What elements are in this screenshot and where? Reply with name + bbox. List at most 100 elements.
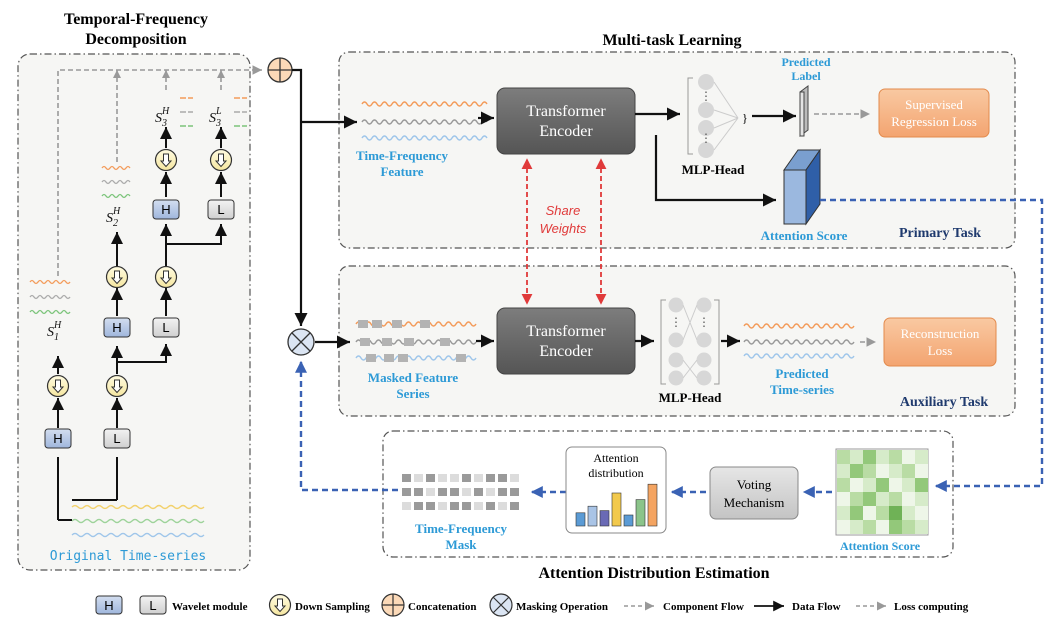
primary-mlp-label: MLP-Head bbox=[682, 162, 746, 177]
mask-cell bbox=[450, 474, 459, 482]
s2-waves bbox=[101, 165, 131, 199]
predicted-series-label-1: Predicted bbox=[775, 366, 829, 381]
reconstruction-loss-box: Reconstruction Loss bbox=[883, 317, 997, 367]
distribution-bar bbox=[611, 492, 622, 527]
svg-text:⋮: ⋮ bbox=[698, 315, 710, 329]
s3l-label: S3L bbox=[209, 106, 222, 129]
distribution-bar bbox=[635, 499, 646, 527]
original-series-label: Original Time-series bbox=[50, 549, 207, 564]
masked-feature-waves bbox=[355, 320, 477, 362]
voting-mechanism-box: Voting Mechanism bbox=[709, 466, 799, 520]
primary-transformer-encoder: Transformer Encoder bbox=[496, 87, 636, 155]
svg-text:L: L bbox=[113, 431, 120, 446]
legend-component-label: Component Flow bbox=[663, 601, 744, 613]
svg-text:H: H bbox=[104, 598, 113, 613]
heatmap-cell bbox=[850, 506, 863, 520]
heatmap-cell bbox=[863, 450, 876, 464]
legend-mask-label: Masking Operation bbox=[516, 601, 608, 613]
decomposition-panel bbox=[17, 53, 251, 571]
main-data-flow bbox=[292, 68, 357, 349]
heatmap-cell bbox=[876, 478, 889, 492]
heatmap-cell bbox=[889, 492, 902, 506]
heatmap-cell bbox=[850, 478, 863, 492]
mask-cell bbox=[510, 488, 519, 496]
legend-concat-icon bbox=[381, 593, 405, 617]
svg-text:H: H bbox=[53, 431, 62, 446]
heatmap-cell bbox=[863, 492, 876, 506]
heatmap-cell bbox=[889, 450, 902, 464]
share-weights-label-2: Weights bbox=[540, 221, 587, 236]
down-sampling-icon bbox=[209, 148, 233, 172]
attention-heatmap bbox=[835, 448, 929, 536]
decomp-title-line1: Temporal-Frequency bbox=[64, 11, 208, 28]
heatmap-cell bbox=[850, 492, 863, 506]
legend-concat-label: Concatenation bbox=[408, 601, 476, 613]
supervised-loss-box: Supervised Regression Loss bbox=[878, 88, 990, 138]
high-pass-module: H bbox=[152, 199, 180, 220]
legend-wavelet-h: H bbox=[95, 595, 123, 615]
mask-cell bbox=[462, 502, 471, 510]
heatmap-cell bbox=[837, 492, 850, 506]
attention-distribution-chart: Attention distribution bbox=[565, 446, 667, 534]
mask-cell bbox=[402, 502, 411, 510]
heatmap-cell bbox=[915, 506, 928, 520]
legend: H L Wavelet module Down Sampling Concate… bbox=[95, 593, 969, 617]
down-sampling-icon bbox=[105, 374, 129, 398]
original-series-waves bbox=[71, 504, 205, 538]
mask-cell bbox=[474, 502, 483, 510]
svg-text:L: L bbox=[149, 598, 156, 613]
mask-cell bbox=[450, 488, 459, 496]
mask-cell bbox=[498, 474, 507, 482]
attention-score-block bbox=[783, 148, 821, 226]
mask-cell bbox=[438, 474, 447, 482]
mask-cell bbox=[510, 502, 519, 510]
s3h-waves bbox=[180, 97, 193, 127]
mask-cell bbox=[438, 488, 447, 496]
svg-text:Mechanism: Mechanism bbox=[724, 495, 785, 510]
tf-mask-grid bbox=[402, 474, 519, 510]
mask-cell bbox=[462, 488, 471, 496]
down-sampling-icon bbox=[46, 374, 70, 398]
heatmap-cell bbox=[876, 520, 889, 534]
attention-feedback-flow bbox=[295, 198, 1044, 498]
svg-text:}: } bbox=[742, 111, 748, 125]
estimation-panel bbox=[382, 430, 954, 558]
heatmap-cell bbox=[850, 450, 863, 464]
heatmap-cell bbox=[915, 478, 928, 492]
heatmap-cell bbox=[889, 520, 902, 534]
svg-text:Transformer: Transformer bbox=[526, 323, 606, 340]
mask-cell bbox=[402, 474, 411, 482]
heatmap-cell bbox=[837, 450, 850, 464]
legend-wavelet-label: Wavelet module bbox=[172, 601, 248, 613]
mask-cell bbox=[486, 474, 495, 482]
svg-text:⋮: ⋮ bbox=[700, 131, 712, 145]
mask-cell bbox=[414, 502, 423, 510]
mask-cell bbox=[426, 502, 435, 510]
heatmap-cell bbox=[863, 520, 876, 534]
svg-text:H: H bbox=[161, 202, 170, 217]
low-pass-module: L bbox=[152, 317, 180, 338]
mask-cell bbox=[510, 474, 519, 482]
heatmap-cell bbox=[863, 506, 876, 520]
heatmap-cell bbox=[876, 492, 889, 506]
heatmap-cell bbox=[915, 464, 928, 478]
heatmap-cell bbox=[889, 506, 902, 520]
distribution-bar bbox=[587, 505, 598, 527]
mask-cell bbox=[426, 474, 435, 482]
mask-cell bbox=[438, 502, 447, 510]
primary-mlp-head: ⋮ ⋮ } bbox=[687, 74, 748, 158]
mask-cell bbox=[414, 488, 423, 496]
low-pass-module: L bbox=[103, 428, 131, 449]
mask-cell bbox=[462, 474, 471, 482]
svg-text:distribution: distribution bbox=[588, 466, 643, 480]
down-sampling-icon bbox=[154, 265, 178, 289]
masked-feature-label-2: Series bbox=[396, 386, 429, 401]
heatmap-cell bbox=[889, 478, 902, 492]
legend-wavelet-l: L bbox=[139, 595, 167, 615]
distribution-bar bbox=[599, 510, 610, 527]
tf-feature-label-1: Time-Frequency bbox=[356, 148, 448, 163]
auxiliary-mlp-label: MLP-Head bbox=[659, 390, 723, 405]
s2-label: S2H bbox=[106, 206, 121, 229]
heatmap-cell bbox=[902, 492, 915, 506]
heatmap-cell bbox=[889, 464, 902, 478]
